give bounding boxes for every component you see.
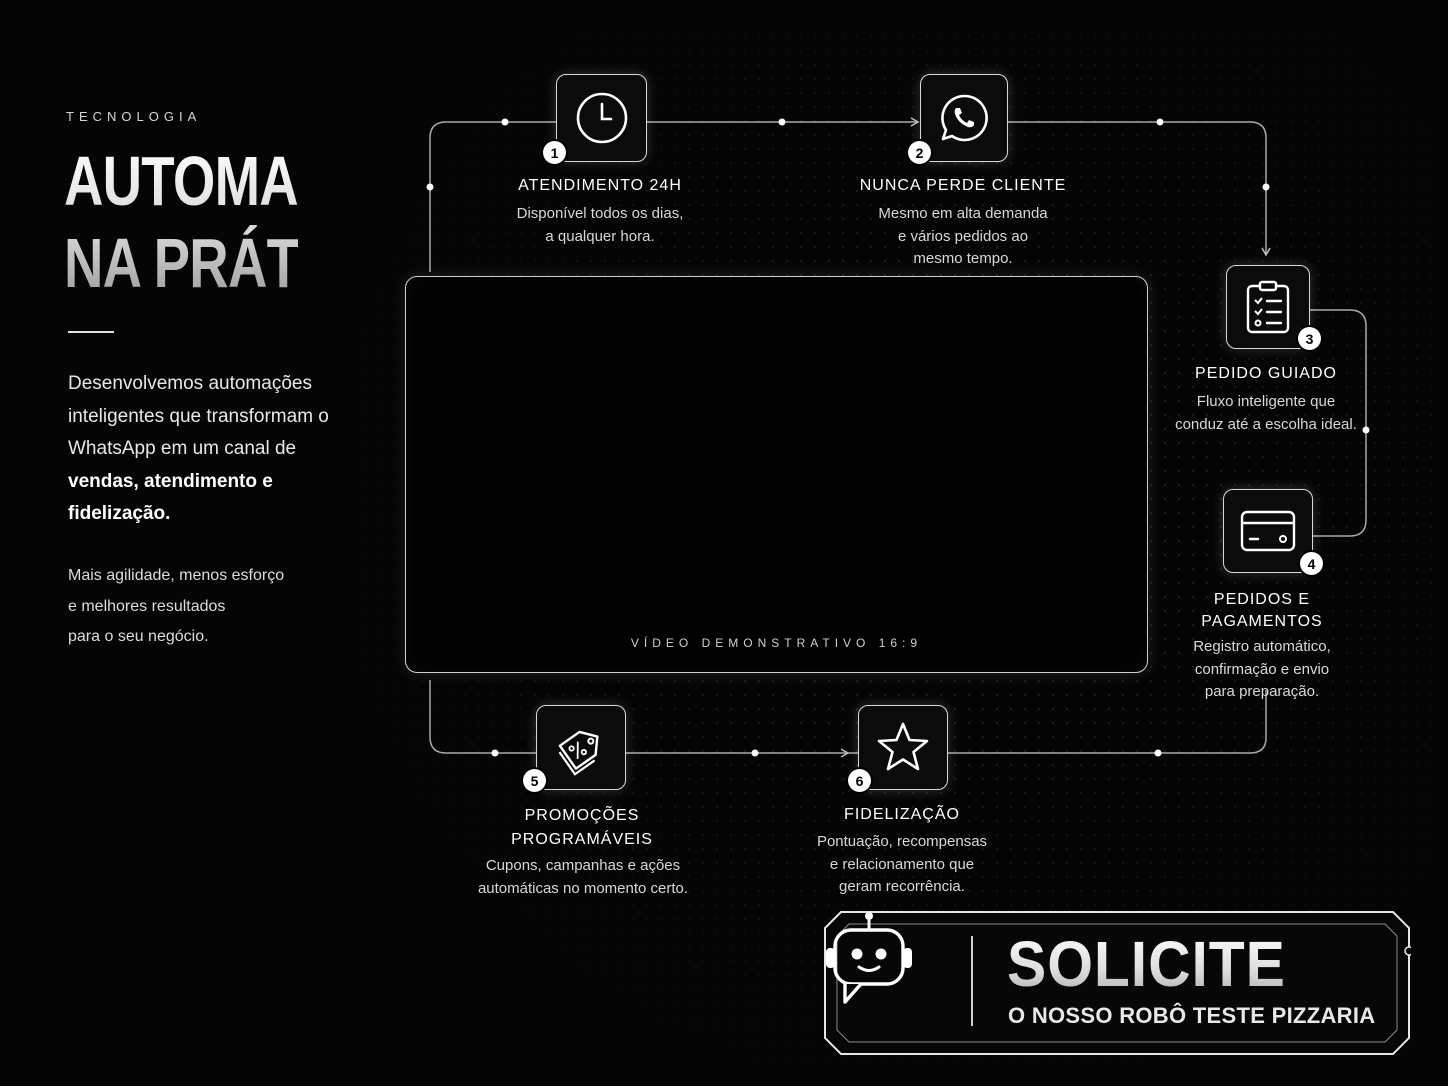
step-2-description: Mesmo em alta demanda e vários pedidos a… — [838, 203, 1088, 271]
step-6-card — [858, 705, 948, 790]
step-6-desc-line: Pontuação, recompensas — [816, 833, 988, 850]
step-1-title: ATENDIMENTO 24H — [518, 177, 682, 194]
step-1-card — [556, 74, 647, 162]
step-5-desc-line: automáticas no momento certo. — [477, 879, 689, 897]
step-5-title: PROMOÇÕES PROGRAMÁVEIS — [462, 804, 702, 852]
step-1-description: Disponível todos os dias, a qualquer hor… — [480, 203, 720, 248]
step-2-title: NUNCA PERDE CLIENTE — [859, 177, 1067, 194]
step-4-desc-line: confirmação e envio — [1194, 660, 1330, 678]
step-5-desc-line: Cupons, campanhas e ações — [485, 857, 681, 874]
sub-line: Mais agilidade, menos esforço — [68, 567, 285, 584]
step-1-desc-line: Disponível todos os dias, — [516, 205, 684, 222]
sub-line: para o seu negócio. — [68, 628, 209, 645]
discount-tag-icon — [558, 730, 599, 776]
intro-highlight: vendas, atendimento e fidelização. — [68, 470, 273, 525]
step-4-title: PEDIDOS E PAGAMENTOS — [1162, 589, 1362, 633]
clipboard-checklist-icon — [1246, 280, 1290, 334]
step-5-description: Cupons, campanhas e ações automáticas no… — [448, 855, 718, 900]
step-6-desc-line: geram recorrência. — [839, 878, 965, 895]
step-3-badge: 3 — [1298, 327, 1321, 350]
step-3-desc-line: Fluxo inteligente que — [1196, 393, 1336, 410]
sub-paragraph: Mais agilidade, menos esforço e melhores… — [68, 561, 368, 653]
step-5-card — [536, 705, 626, 790]
step-4-title-line: PAGAMENTOS — [1201, 613, 1323, 630]
step-6-title: FIDELIZAÇÃO — [844, 806, 960, 823]
step-3-desc-line: conduz até a escolha ideal. — [1175, 415, 1357, 433]
title-divider — [68, 331, 114, 333]
step-1-badge: 1 — [543, 141, 566, 164]
step-4-desc-line: Registro automático, — [1193, 638, 1331, 655]
intro-paragraph: Desenvolvemos automações inteligentes qu… — [68, 368, 368, 531]
step-4-badge: 4 — [1300, 552, 1323, 575]
page-title: AUTOMAÇÃO NA PRÁTICA — [64, 140, 298, 304]
sub-line: e melhores resultados — [68, 597, 226, 615]
step-4-description: Registro automático, confirmação e envio… — [1152, 636, 1372, 704]
intro-text: Desenvolvemos automações inteligentes qu… — [68, 373, 329, 459]
video-placeholder[interactable]: VÍDEO DEMONSTRATIVO 16:9 — [405, 276, 1148, 673]
credit-card-icon — [1240, 510, 1296, 552]
step-6-badge: 6 — [848, 769, 871, 792]
step-1-desc-line: a qualquer hora. — [545, 227, 655, 245]
whatsapp-icon — [941, 94, 988, 142]
step-2-desc-line: Mesmo em alta demanda — [878, 205, 1048, 222]
step-3-description: Fluxo inteligente que conduz até a escol… — [1156, 391, 1376, 436]
step-4-title-line: PEDIDOS E — [1213, 591, 1311, 608]
section-kicker: TECNOLOGIA — [66, 109, 202, 124]
step-3-title: PEDIDO GUIADO — [1195, 365, 1337, 382]
request-robot-button[interactable]: SOLICITE O NOSSO ROBÔ TESTE PIZZARIA — [823, 910, 1411, 1056]
step-3-card — [1226, 265, 1310, 349]
cta-title: SOLICITE — [1007, 928, 1286, 1000]
step-6-description: Pontuação, recompensas e relacionamento … — [782, 831, 1022, 899]
video-label: VÍDEO DEMONSTRATIVO 16:9 — [630, 636, 923, 650]
step-5-badge: 5 — [523, 769, 546, 792]
cta-divider — [971, 936, 973, 1026]
robot-chat-icon — [826, 912, 912, 1004]
step-4-desc-line: para preparação. — [1204, 683, 1320, 700]
step-2-badge: 2 — [908, 141, 931, 164]
page-title-line-2: NA PRÁTICA — [64, 224, 391, 302]
step-2-desc-line: e vários pedidos ao — [897, 227, 1029, 245]
page-title-line-1: AUTOMAÇÃO — [64, 142, 417, 220]
star-icon — [877, 722, 929, 770]
step-5-title-line: PROGRAMÁVEIS — [511, 831, 653, 848]
step-4-card — [1223, 489, 1313, 573]
clock-icon — [576, 92, 627, 144]
step-2-card — [920, 74, 1008, 162]
step-2-desc-line: mesmo tempo. — [913, 250, 1013, 267]
step-6-desc-line: e relacionamento que — [829, 855, 975, 873]
step-5-title-line: PROMOÇÕES — [524, 807, 640, 824]
cta-subtitle: O NOSSO ROBÔ TESTE PIZZARIA — [1008, 1003, 1376, 1028]
